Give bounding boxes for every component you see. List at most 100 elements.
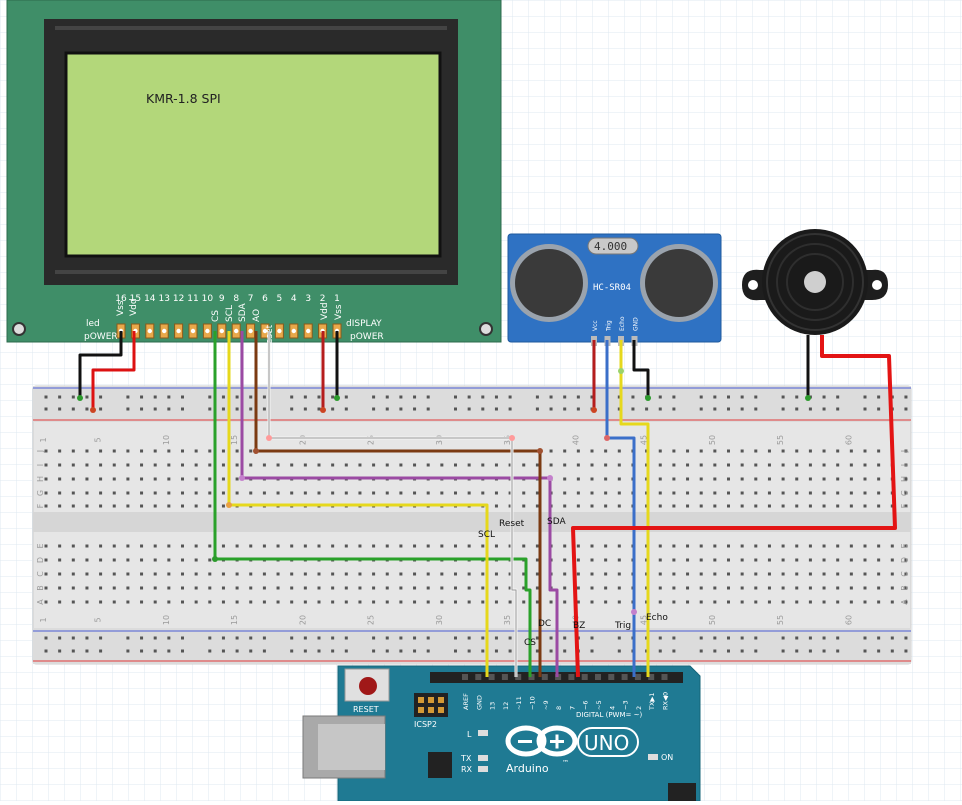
breadboard-hole (112, 586, 116, 590)
breadboard-hole (331, 600, 335, 604)
breadboard-hole (890, 636, 894, 640)
breadboard-hole (112, 463, 116, 467)
breadboard-hole (317, 600, 321, 604)
row-letter: F (900, 503, 909, 508)
breadboard-hole (290, 649, 294, 653)
breadboard-hole (836, 544, 840, 548)
breadboard-hole (863, 544, 867, 548)
breadboard-hole (99, 586, 103, 590)
column-number: 10 (162, 615, 171, 625)
breadboard-hole (740, 600, 744, 604)
breadboard-hole (262, 395, 266, 399)
breadboard-hole (754, 477, 758, 481)
breadboard-hole (413, 395, 417, 399)
breadboard-hole (344, 407, 348, 411)
breadboard-hole (58, 586, 62, 590)
breadboard-hole (290, 586, 294, 590)
breadboard-hole (713, 544, 717, 548)
breadboard-hole (290, 491, 294, 495)
breadboard-hole (167, 649, 171, 653)
breadboard-hole (727, 558, 730, 562)
breadboard-hole (686, 586, 690, 590)
breadboard-hole (194, 504, 198, 508)
breadboard-hole (276, 586, 280, 590)
breadboard-hole (617, 477, 621, 481)
breadboard-hole (208, 636, 212, 640)
breadboard-hole (590, 544, 594, 548)
breadboard-hole (167, 449, 171, 453)
breadboard-hole (563, 558, 567, 562)
breadboard-hole (399, 649, 403, 653)
breadboard-hole (44, 463, 48, 467)
breadboard-hole (590, 636, 594, 640)
breadboard-hole (549, 600, 553, 604)
breadboard-hole (494, 463, 498, 467)
lcd-pin-number: 12 (173, 294, 184, 304)
breadboard-hole (140, 600, 144, 604)
breadboard-hole (208, 558, 212, 562)
breadboard-hole (795, 463, 799, 467)
breadboard-hole (112, 477, 116, 481)
breadboard-hole (563, 504, 567, 508)
wire-echo (619, 340, 650, 677)
column-number: 5 (94, 437, 103, 442)
led-tx (478, 755, 488, 761)
breadboard-hole (208, 600, 212, 604)
breadboard-hole (276, 544, 280, 548)
breadboard-hole (181, 407, 184, 411)
breadboard-hole (604, 491, 608, 495)
breadboard-hole (563, 649, 567, 653)
breadboard-hole (249, 544, 253, 548)
breadboard-hole (822, 449, 826, 453)
header-pin (595, 674, 601, 680)
breadboard-hole (344, 649, 348, 653)
breadboard-hole (590, 477, 594, 481)
breadboard-hole (153, 558, 157, 562)
breadboard-hole (727, 544, 730, 548)
breadboard-hole (99, 636, 103, 640)
breadboard-hole (767, 544, 771, 548)
column-number: 55 (776, 435, 785, 445)
breadboard-hole (822, 407, 826, 411)
breadboard-hole (126, 586, 130, 590)
breadboard-hole (754, 395, 758, 399)
breadboard-hole (331, 463, 335, 467)
breadboard-hole (781, 407, 785, 411)
breadboard-hole (58, 649, 62, 653)
lcd-pin-number: 3 (305, 294, 311, 304)
breadboard-hole (358, 463, 362, 467)
breadboard-hole (522, 572, 526, 576)
breadboard-hole (85, 572, 89, 576)
breadboard-hole (808, 636, 812, 640)
breadboard-hole (672, 586, 676, 590)
breadboard-hole (58, 491, 62, 495)
breadboard-hole (808, 558, 812, 562)
breadboard-hole (617, 586, 621, 590)
breadboard-hole (535, 558, 539, 562)
breadboard-hole (849, 449, 853, 453)
breadboard-hole (208, 572, 212, 576)
breadboard-hole (672, 504, 676, 508)
header-pin (568, 674, 575, 680)
breadboard-hole (385, 649, 389, 653)
breadboard-hole (808, 491, 812, 495)
breadboard-hole (767, 600, 771, 604)
breadboard-hole (262, 600, 266, 604)
breadboard-hole (877, 477, 881, 481)
breadboard-hole (494, 586, 498, 590)
lcd-pin-hole (205, 328, 210, 334)
breadboard-hole (576, 449, 580, 453)
wire-scl (227, 331, 489, 677)
breadboard-hole (413, 636, 417, 640)
breadboard-hole (413, 407, 417, 411)
breadboard-hole (904, 463, 908, 467)
pin-label-sda: SDA (238, 303, 248, 322)
breadboard-hole (153, 477, 157, 481)
breadboard-hole (372, 649, 376, 653)
header-pin-label: ~11 (515, 696, 523, 710)
breadboard-hole (849, 477, 853, 481)
breadboard-hole (221, 395, 225, 399)
reset-button[interactable] (359, 677, 377, 695)
column-number: 45 (640, 435, 649, 445)
breadboard-hole (440, 544, 444, 548)
